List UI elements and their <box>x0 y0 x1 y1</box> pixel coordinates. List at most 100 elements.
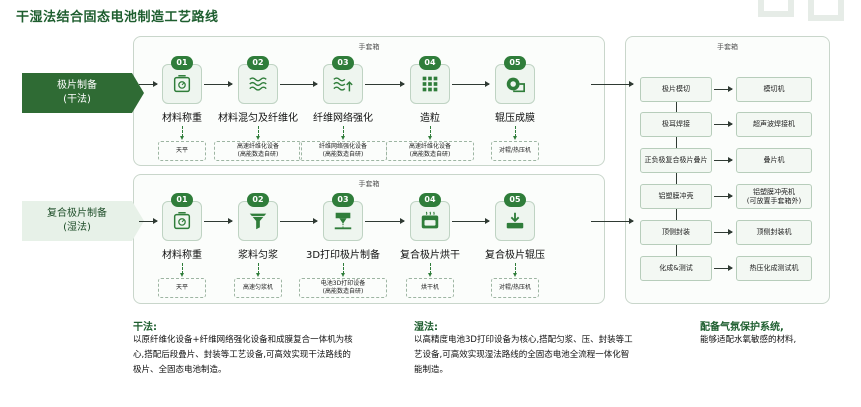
step-number-badge: 03 <box>332 193 354 207</box>
equipment-line: 电池3D打印设备 <box>320 280 366 287</box>
flow-arrow-icon <box>280 218 318 224</box>
step-name: 材料称重 <box>162 250 202 261</box>
tag-line: 极片制备 <box>57 80 97 91</box>
tag-line: (湿法) <box>63 222 91 233</box>
wet-step-05: 05 复合极片辊压对辊/热压机 <box>469 193 561 298</box>
dry-step-01: 01 材料称重天平 <box>136 56 228 161</box>
assembly-process-1: 极片模切 <box>640 77 712 102</box>
equipment-label: 烘干机 <box>406 278 454 298</box>
funnel-icon <box>247 206 269 236</box>
down-arrow-icon <box>427 263 432 277</box>
machine-line: 热压化成测试机 <box>749 264 799 272</box>
assembly-machine-3: 叠片机 <box>736 148 812 173</box>
down-arrow-icon <box>340 126 345 140</box>
equipment-text: 天平 <box>176 147 188 155</box>
process-text: 正负极复合极片叠片 <box>644 156 708 164</box>
step-number-badge: 02 <box>247 193 269 207</box>
dry-step-02: 02 材料混匀及纤维化高速纤维化设备(高能数造自研) <box>212 56 304 161</box>
down-arrow-icon <box>255 263 260 277</box>
down-arrow-icon <box>255 126 260 140</box>
machine-line: 顶侧封装机 <box>756 228 792 236</box>
assembly-machine-5: 顶侧封装机 <box>736 220 812 245</box>
equipment-label: 对辊/热压机 <box>491 141 539 161</box>
machine-text: 热压化成测试机 <box>750 264 799 273</box>
step-icon-box: 03 <box>323 56 363 104</box>
print-nozzle-icon <box>332 206 354 236</box>
equipment-line: (高能数造自研) <box>409 151 451 158</box>
flow-arrow-icon <box>591 218 634 224</box>
step-name: 材料称重 <box>162 113 202 124</box>
machine-text: 铝塑膜冲壳机(可放置手套箱外) <box>747 188 801 206</box>
equipment-label: 高速纤维化设备(高能数造自研) <box>214 141 302 161</box>
press-down-icon <box>504 206 526 236</box>
step-name: 复合极片辊压 <box>485 250 545 261</box>
machine-text: 叠片机 <box>764 156 785 165</box>
equipment-label: 电池3D打印设备(高能数造自研) <box>299 278 387 298</box>
scale-icon <box>171 206 193 236</box>
down-arrow-icon <box>512 263 517 277</box>
dry-summary-title: 干法: <box>133 322 157 333</box>
step-icon-box: 05 <box>495 193 535 241</box>
machine-line: 铝塑膜冲壳机 <box>753 187 795 196</box>
flow-arrow-icon <box>365 81 405 87</box>
diagram-title: 干湿法结合固态电池制造工艺路线 <box>16 10 219 25</box>
flow-arrow-icon <box>452 218 490 224</box>
step-name: 辊压成膜 <box>495 113 535 124</box>
down-arrow-icon <box>512 126 517 140</box>
flow-arrow-icon <box>714 229 733 235</box>
equipment-text: 对辊/热压机 <box>499 284 531 292</box>
equipment-line: 对辊/热压机 <box>498 147 532 154</box>
step-name: 材料混匀及纤维化 <box>218 113 298 124</box>
equipment-line: 烘干机 <box>420 284 439 291</box>
wet-summary-title: 湿法: <box>414 322 438 333</box>
tag-wet-method: 复合极片制备 (湿法) <box>22 201 144 241</box>
flow-arrow-icon <box>714 157 733 163</box>
step-number-badge: 04 <box>419 56 441 70</box>
step-icon-box: 04 <box>410 193 450 241</box>
summary-line: 以原纤维化设备+纤维网络强化设备和成膜复合一体机为核 <box>133 335 353 345</box>
tag-line: (干法) <box>63 94 91 105</box>
flow-arrow-icon <box>365 218 405 224</box>
equipment-label: 高速纤维化设备(高能数造自研) <box>386 141 474 161</box>
equipment-label: 天平 <box>158 141 206 161</box>
step-name: 复合极片烘干 <box>400 250 460 261</box>
summary-line: 心,搭配后段叠片、封装等工艺设备,可高效实现干法路线的 <box>133 350 351 360</box>
vertical-connector-icon <box>676 245 677 256</box>
equipment-text: 对辊/热压机 <box>499 147 531 155</box>
assembly-machine-6: 热压化成测试机 <box>736 256 812 281</box>
flow-arrow-icon <box>280 81 318 87</box>
step-icon-box: 01 <box>162 56 202 104</box>
gas-protection-title: 配备气氛保护系统, <box>700 322 784 333</box>
summary-line: 能够适配水氧敏感的材料, <box>700 335 797 345</box>
flow-arrow-icon <box>591 81 634 87</box>
equipment-label: 高速匀浆机 <box>234 278 282 298</box>
scale-icon <box>171 69 193 99</box>
step-number-badge: 02 <box>247 56 269 70</box>
equipment-text: 高速纤维化设备(高能数造自研) <box>409 143 451 159</box>
flow-arrow-icon <box>139 81 158 87</box>
assembly-process-3: 正负极复合极片叠片 <box>640 148 712 173</box>
assembly-process-6: 化成&测试 <box>640 256 712 281</box>
equipment-line: 天平 <box>175 147 188 154</box>
flow-arrow-icon <box>204 218 233 224</box>
equipment-label: 天平 <box>158 278 206 298</box>
glovebox-label: 手套箱 <box>358 43 380 51</box>
equipment-text: 烘干机 <box>421 284 439 292</box>
down-arrow-icon <box>179 126 184 140</box>
equipment-line: 高速匀浆机 <box>242 284 273 291</box>
equipment-text: 高速纤维化设备(高能数造自研) <box>237 143 279 159</box>
vertical-connector-icon <box>676 173 677 184</box>
summary-line: 极片、全固态电池制造。 <box>133 365 227 375</box>
wet-step-04: 04 复合极片烘干烘干机 <box>384 193 476 298</box>
step-name: 造粒 <box>420 113 440 124</box>
tag-line: 复合极片制备 <box>47 208 107 219</box>
equipment-line: 纤维网络强化设备 <box>318 143 367 150</box>
glovebox-label: 手套箱 <box>717 43 738 51</box>
equipment-line: (高能数造自研) <box>237 151 279 158</box>
vertical-connector-icon <box>676 209 677 220</box>
equipment-line: 高速纤维化设备 <box>408 143 451 150</box>
